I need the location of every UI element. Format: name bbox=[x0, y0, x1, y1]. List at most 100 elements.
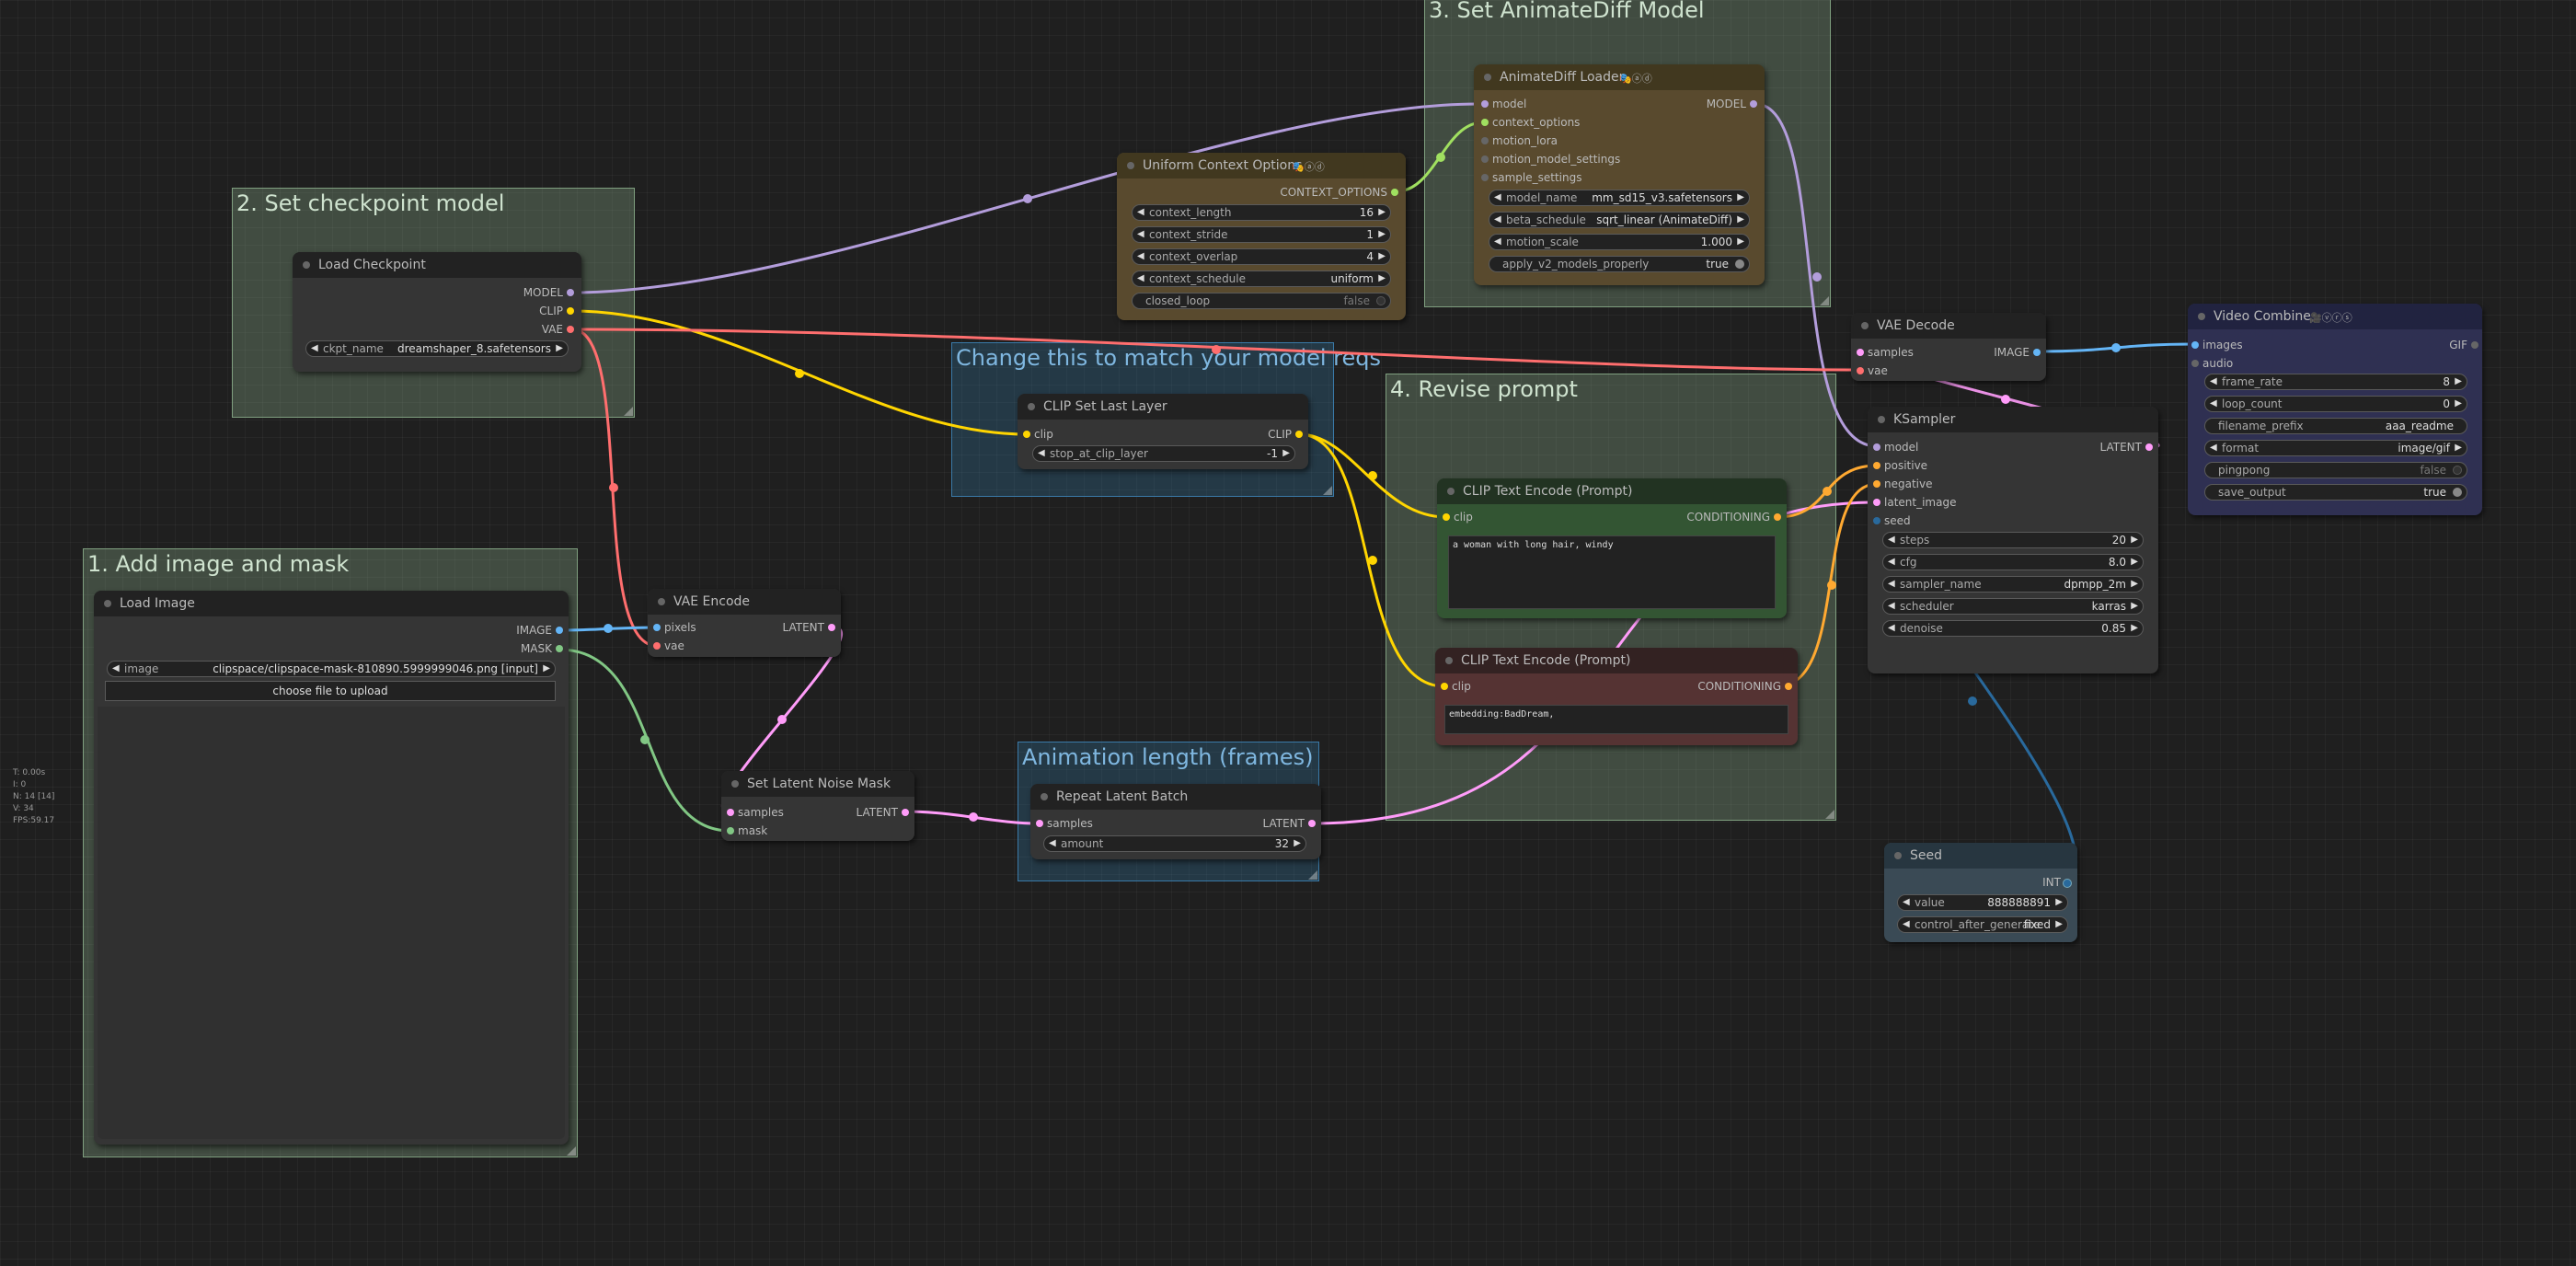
pin-icon[interactable] bbox=[653, 624, 661, 631]
link-midpoint[interactable] bbox=[795, 369, 804, 378]
output-int[interactable]: INT bbox=[2042, 876, 2072, 889]
pin-icon[interactable] bbox=[567, 307, 574, 315]
arrow-right-icon[interactable]: ▶ bbox=[1737, 236, 1744, 247]
collapse-dot-icon[interactable] bbox=[1861, 322, 1869, 329]
group-resize-handle[interactable] bbox=[567, 1146, 576, 1156]
node-vae-decode[interactable]: VAE Decode samples vae IMAGE bbox=[1851, 313, 2046, 381]
link-midpoint[interactable] bbox=[1812, 272, 1822, 282]
pin-icon[interactable] bbox=[1857, 349, 1864, 356]
pin-icon[interactable] bbox=[1857, 367, 1864, 374]
input-audio[interactable]: audio bbox=[2191, 357, 2233, 370]
pin-icon[interactable] bbox=[1023, 431, 1030, 438]
pin-icon[interactable] bbox=[2033, 349, 2041, 356]
node-header[interactable]: Video Combine 🎥ⓥⓡⓢ bbox=[2188, 304, 2482, 329]
pin-icon[interactable] bbox=[1036, 820, 1043, 827]
node-header[interactable]: VAE Encode bbox=[648, 589, 841, 615]
arrow-right-icon[interactable]: ▶ bbox=[2455, 398, 2462, 409]
input-seed[interactable]: seed bbox=[1873, 514, 1911, 527]
link-model-animatediff-to-ksampler[interactable] bbox=[1754, 102, 1878, 448]
output-latent[interactable]: LATENT bbox=[857, 806, 909, 819]
collapse-dot-icon[interactable] bbox=[1447, 488, 1455, 495]
link-midpoint[interactable] bbox=[1212, 345, 1221, 354]
toggle-icon[interactable] bbox=[2453, 488, 2462, 497]
output-latent[interactable]: LATENT bbox=[783, 621, 835, 634]
input-positive[interactable]: positive bbox=[1873, 459, 1927, 472]
arrow-left-icon[interactable]: ◀ bbox=[1888, 535, 1895, 545]
link-midpoint[interactable] bbox=[640, 735, 650, 744]
arrow-right-icon[interactable]: ▶ bbox=[2131, 623, 2138, 633]
arrow-left-icon[interactable]: ◀ bbox=[1888, 623, 1895, 633]
output-conditioning[interactable]: CONDITIONING bbox=[1686, 511, 1781, 524]
pin-icon[interactable] bbox=[828, 624, 835, 631]
input-vae[interactable]: vae bbox=[653, 639, 684, 652]
pin-icon[interactable] bbox=[1873, 443, 1880, 451]
collapse-dot-icon[interactable] bbox=[2198, 313, 2205, 320]
node-clip-text-encode-positive[interactable]: CLIP Text Encode (Prompt) clip CONDITION… bbox=[1437, 478, 1787, 618]
output-mask[interactable]: MASK bbox=[521, 642, 563, 655]
input-samples[interactable]: samples bbox=[1036, 817, 1093, 830]
pin-icon[interactable] bbox=[556, 627, 563, 634]
node-set-latent-noise-mask[interactable]: Set Latent Noise Mask samples mask LATEN… bbox=[721, 771, 914, 841]
group-resize-handle[interactable] bbox=[1820, 296, 1829, 305]
output-conditioning[interactable]: CONDITIONING bbox=[1697, 680, 1792, 693]
link-midpoint[interactable] bbox=[777, 715, 787, 724]
output-context-options[interactable]: CONTEXT_OPTIONS bbox=[1280, 186, 1398, 199]
pin-icon[interactable] bbox=[727, 827, 734, 834]
output-model[interactable]: MODEL bbox=[523, 286, 574, 299]
collapse-dot-icon[interactable] bbox=[1894, 852, 1902, 859]
link-midpoint[interactable] bbox=[1436, 153, 1445, 162]
input-mask[interactable]: mask bbox=[727, 824, 767, 837]
link-midpoint[interactable] bbox=[1827, 581, 1836, 590]
node-vae-encode[interactable]: VAE Encode pixels vae LATENT bbox=[648, 589, 841, 657]
arrow-right-icon[interactable]: ▶ bbox=[2455, 443, 2462, 453]
node-repeat-latent-batch[interactable]: Repeat Latent Batch samples LATENT ◀amou… bbox=[1030, 784, 1321, 859]
link-midpoint[interactable] bbox=[969, 812, 978, 822]
toggle-icon[interactable] bbox=[2453, 466, 2462, 475]
group-resize-handle[interactable] bbox=[1323, 486, 1332, 495]
node-video-combine[interactable]: Video Combine 🎥ⓥⓡⓢ images audio GIF ◀fra… bbox=[2188, 304, 2482, 515]
node-header[interactable]: VAE Decode bbox=[1851, 313, 2046, 339]
input-clip[interactable]: clip bbox=[1443, 511, 1473, 524]
arrow-left-icon[interactable]: ◀ bbox=[1137, 251, 1144, 261]
pin-icon[interactable] bbox=[567, 326, 574, 333]
input-model[interactable]: model bbox=[1481, 98, 1526, 110]
toggle-icon[interactable] bbox=[1376, 296, 1386, 305]
pin-icon[interactable] bbox=[2063, 879, 2072, 888]
input-vae[interactable]: vae bbox=[1857, 364, 1888, 377]
arrow-left-icon[interactable]: ◀ bbox=[1049, 838, 1056, 848]
arrow-left-icon[interactable]: ◀ bbox=[112, 663, 120, 673]
input-sample-settings[interactable]: sample_settings bbox=[1481, 171, 1581, 184]
arrow-left-icon[interactable]: ◀ bbox=[1137, 273, 1144, 283]
pin-icon[interactable] bbox=[1481, 119, 1489, 126]
node-header[interactable]: Seed bbox=[1884, 843, 2077, 869]
node-clip-set-last-layer[interactable]: CLIP Set Last Layer clip CLIP ◀stop_at_c… bbox=[1018, 394, 1308, 469]
arrow-left-icon[interactable]: ◀ bbox=[1137, 207, 1144, 217]
output-gif[interactable]: GIF bbox=[2449, 339, 2478, 351]
link-midpoint[interactable] bbox=[604, 624, 613, 633]
pin-icon[interactable] bbox=[1481, 155, 1489, 163]
arrow-right-icon[interactable]: ▶ bbox=[2131, 601, 2138, 611]
pin-icon[interactable] bbox=[1308, 820, 1316, 827]
node-ksampler[interactable]: KSampler model positive negative latent_… bbox=[1868, 407, 2158, 673]
input-motion-lora[interactable]: motion_lora bbox=[1481, 134, 1558, 147]
output-latent[interactable]: LATENT bbox=[2100, 441, 2153, 454]
collapse-dot-icon[interactable] bbox=[731, 780, 739, 788]
input-samples[interactable]: samples bbox=[727, 806, 784, 819]
output-vae[interactable]: VAE bbox=[542, 323, 574, 336]
output-clip[interactable]: CLIP bbox=[539, 305, 574, 317]
node-uniform-context-options[interactable]: Uniform Context Options 🎭ⓐⓓ CONTEXT_OPTI… bbox=[1117, 153, 1406, 320]
